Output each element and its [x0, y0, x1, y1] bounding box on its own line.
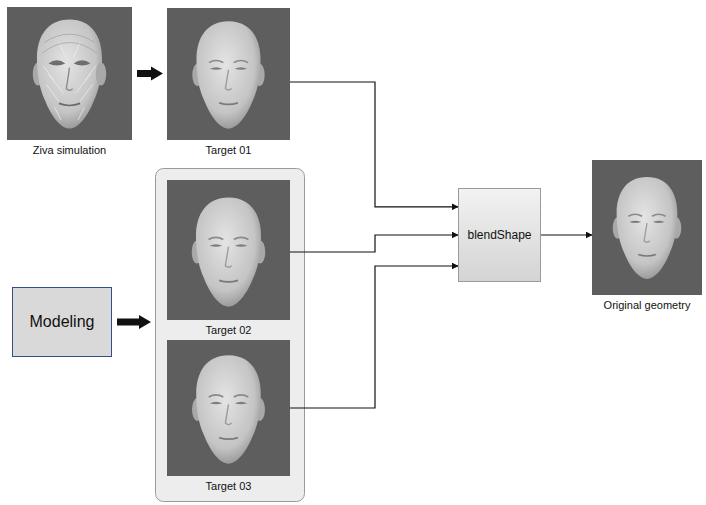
block-arrow	[117, 315, 151, 329]
blend-box: blendShape	[458, 188, 541, 282]
block-arrow	[137, 67, 163, 81]
image-tile: Original geometry	[592, 160, 702, 295]
group-panel: Target 02 Target 03	[155, 168, 304, 502]
image-caption: Ziva simulation	[33, 144, 106, 157]
connector-line	[290, 82, 458, 207]
box-label: blendShape	[467, 228, 531, 242]
image-tile: Target 01	[167, 8, 290, 140]
image-caption: Target 02	[206, 324, 252, 337]
image-caption: Target 01	[206, 144, 252, 157]
process-box: Modeling	[12, 287, 112, 357]
image-tile: Ziva simulation	[7, 7, 132, 140]
image-caption: Target 03	[206, 480, 252, 493]
image-caption: Original geometry	[604, 299, 691, 312]
image-tile: Target 02	[167, 180, 290, 320]
connector-line	[290, 266, 458, 408]
box-label: Modeling	[30, 313, 95, 331]
image-tile: Target 03	[167, 340, 290, 476]
connector-line	[290, 235, 458, 252]
connector-line	[541, 234, 592, 235]
